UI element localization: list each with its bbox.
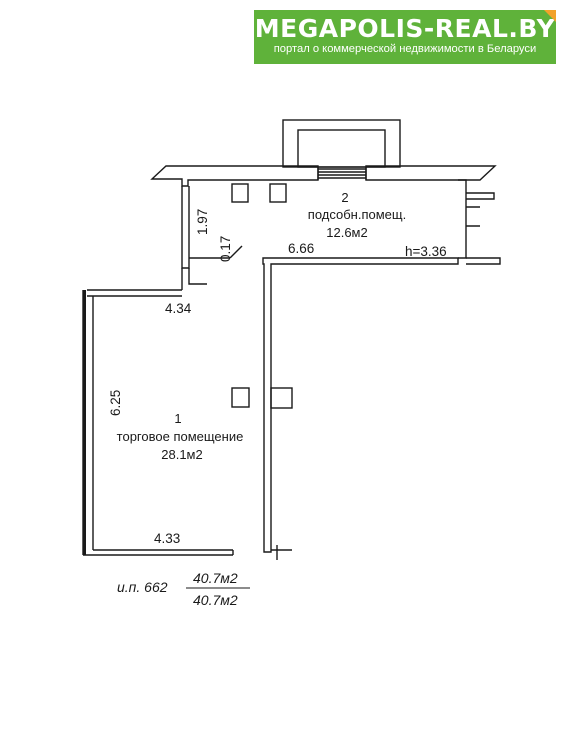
door-swing — [229, 245, 243, 259]
partition-wall — [262, 257, 459, 553]
dimension-0-17: 0.17 — [218, 236, 233, 262]
column-3 — [231, 387, 250, 408]
top-wall-left — [150, 165, 319, 187]
dimension-4-34: 4.34 — [165, 301, 192, 316]
room-1-number: 1 — [174, 411, 181, 426]
total-area-top: 40.7м2 — [193, 570, 238, 586]
room-1-name: торговое помещение — [117, 429, 244, 444]
column-4 — [270, 387, 293, 409]
banner-subtitle: портал о коммерческой недвижимости в Бел… — [273, 43, 537, 55]
thick-wall-fill — [83, 290, 86, 555]
ceiling-height: h=3.36 — [405, 244, 447, 259]
room-2-number: 2 — [341, 190, 348, 205]
column-2 — [269, 183, 287, 203]
porch-inner — [297, 129, 386, 168]
left-wall-room2 — [181, 186, 190, 269]
inventory-number: и.п. 662 — [117, 579, 168, 595]
banner-title: MEGAPOLIS-REAL.BY — [254, 14, 556, 43]
plan-walls — [82, 119, 501, 560]
dimension-1-97: 1.97 — [195, 209, 210, 235]
left-wall-step-inner — [188, 268, 207, 285]
right-wall — [458, 179, 467, 259]
corner-fold-icon — [544, 10, 556, 22]
room-2-name: подсобн.помещ. — [308, 207, 406, 222]
total-area-bottom: 40.7м2 — [193, 592, 238, 608]
right-stub-top — [466, 192, 495, 200]
site-banner[interactable]: MEGAPOLIS-REAL.BY портал о коммерческой … — [254, 10, 556, 64]
dimension-6-25: 6.25 — [108, 390, 123, 416]
column-1 — [231, 183, 249, 203]
room1-bottom-wall-end — [232, 545, 292, 560]
top-wall-right — [365, 165, 497, 181]
right-stub-bottom — [466, 257, 501, 265]
room-2-area: 12.6м2 — [326, 225, 367, 240]
dimension-6-66: 6.66 — [288, 241, 314, 256]
room-1-area: 28.1м2 — [161, 447, 202, 462]
porch-outer — [282, 119, 401, 168]
right-jamb — [466, 206, 480, 227]
dimension-4-33: 4.33 — [154, 531, 180, 546]
